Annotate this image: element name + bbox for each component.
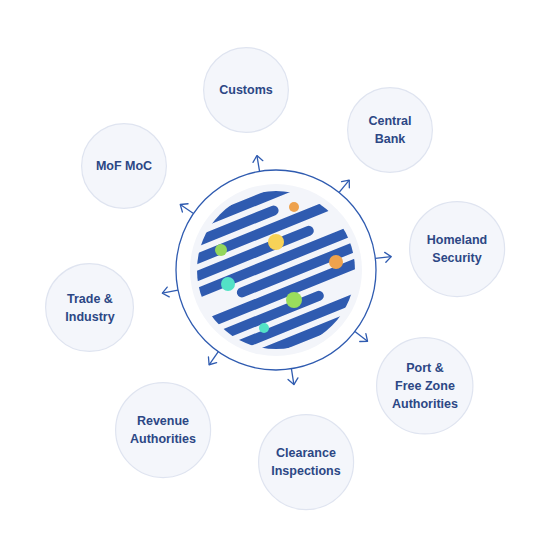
arrow-head [253, 156, 263, 163]
globe-dot [286, 292, 302, 308]
agency-label: Trade & Industry [56, 290, 124, 326]
arrow-head [288, 378, 298, 385]
arrow-head [208, 357, 216, 365]
globe-stripe [238, 311, 368, 363]
agency-circle: Customs [203, 47, 289, 133]
outward-arrow [162, 287, 178, 297]
agency-circle: Port & Free Zone Authorities [376, 337, 474, 435]
agency-circle: Revenue Authorities [115, 382, 211, 478]
circle-outline [347, 87, 433, 173]
agency-label: Port & Free Zone Authorities [392, 359, 458, 413]
circle-outline [409, 201, 505, 297]
outward-arrow [288, 369, 298, 385]
arrow-head [180, 204, 188, 212]
globe-stripe [190, 211, 273, 245]
agency-label: Customs [219, 81, 272, 99]
outward-arrow [253, 156, 263, 172]
globe-dots [215, 202, 343, 333]
circle-outline [115, 382, 211, 478]
arrow-shaft [180, 204, 193, 213]
arrow-head [342, 180, 350, 188]
arrow-shaft [339, 180, 349, 192]
arrow-head [162, 287, 169, 297]
globe-stripe [202, 259, 369, 326]
agency-circle: MoF MoC [81, 123, 167, 209]
ring-line [176, 170, 376, 370]
outward-arrow [208, 352, 218, 365]
globe-dot [289, 202, 299, 212]
agency-label: Homeland Security [419, 231, 495, 267]
arrow-head [385, 252, 392, 262]
agency-circle: Trade & Industry [45, 263, 134, 352]
outward-arrow [339, 180, 349, 192]
globe-dot [259, 323, 269, 333]
outward-arrow [355, 331, 368, 341]
circle-outline [258, 414, 354, 510]
agency-circle: Homeland Security [409, 201, 505, 297]
globe-dot [329, 255, 343, 269]
arrow-head [360, 334, 368, 342]
globe-dot [215, 244, 227, 256]
outward-arrow [375, 252, 391, 262]
agency-label: Central Bank [361, 112, 419, 148]
agency-circle: Central Bank [347, 87, 433, 173]
globe-dot [221, 277, 235, 291]
globe-dot [268, 234, 284, 250]
arrow-shaft [355, 331, 368, 341]
agency-label: Clearance Inspections [268, 444, 344, 480]
outward-arrow [180, 204, 193, 214]
arrow-ring [162, 156, 391, 385]
arrow-shaft [209, 352, 218, 365]
agency-label: MoF MoC [96, 157, 152, 175]
circle-outline [45, 263, 134, 352]
agency-circle: Clearance Inspections [258, 414, 354, 510]
agency-label: Revenue Authorities [125, 412, 201, 448]
